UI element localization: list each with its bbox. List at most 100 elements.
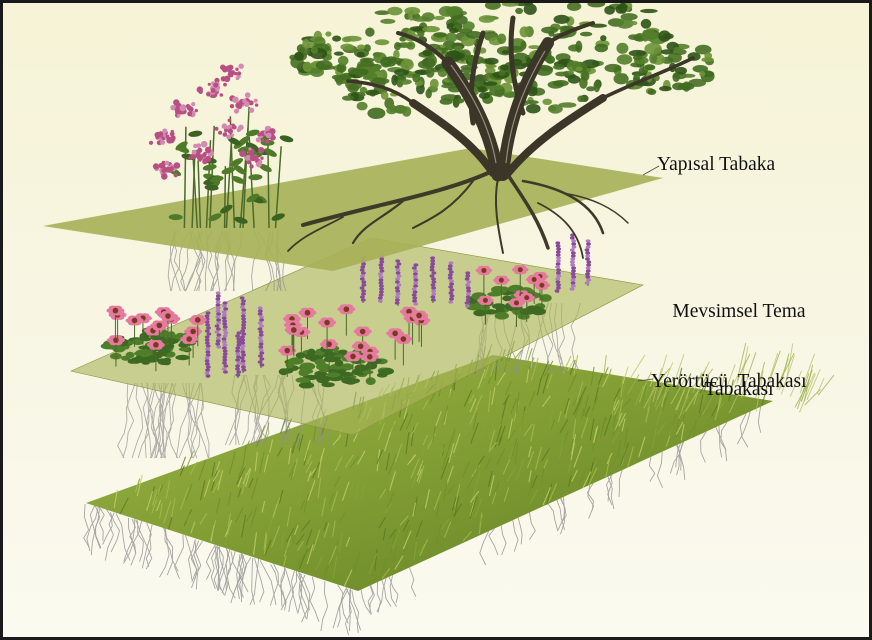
floret	[413, 269, 418, 272]
floret	[237, 361, 242, 364]
floret	[237, 331, 242, 334]
floret	[430, 259, 435, 262]
leaf	[300, 363, 316, 371]
floret	[235, 349, 240, 352]
floret	[412, 266, 417, 269]
floret	[585, 275, 590, 278]
floret	[571, 281, 576, 284]
flower-cluster	[222, 123, 228, 129]
floret	[206, 311, 211, 314]
leaf	[633, 55, 642, 60]
floret	[240, 347, 245, 350]
floret	[466, 295, 471, 298]
leaf	[659, 86, 672, 91]
leaf	[347, 378, 360, 383]
leaf	[401, 59, 414, 70]
floret	[570, 257, 575, 260]
floret	[223, 370, 228, 373]
floret	[466, 286, 471, 289]
flower-center	[524, 295, 529, 300]
floret	[361, 280, 366, 283]
leaf	[307, 349, 315, 357]
floret	[222, 337, 227, 340]
flower-cluster	[192, 150, 197, 155]
leaf	[483, 81, 497, 85]
floret	[241, 359, 246, 362]
floret	[430, 274, 435, 277]
floret	[206, 374, 211, 377]
floret	[259, 351, 264, 354]
structural-plane	[43, 148, 663, 271]
leaf	[542, 99, 552, 105]
flower-cluster	[195, 109, 198, 112]
floret	[222, 319, 227, 322]
floret	[223, 352, 228, 355]
floret	[449, 282, 454, 285]
floret	[241, 350, 246, 353]
floret	[465, 277, 470, 280]
leaf	[618, 73, 627, 78]
floret	[361, 262, 366, 265]
floret	[380, 269, 385, 272]
floret	[586, 263, 591, 266]
leaf	[548, 104, 563, 113]
floret	[585, 272, 590, 275]
leaf	[593, 81, 600, 93]
floret	[379, 263, 384, 266]
floret	[235, 364, 240, 367]
floret	[223, 325, 228, 328]
leaf	[449, 28, 458, 33]
floret	[571, 251, 576, 254]
floret	[215, 330, 220, 333]
leaf	[417, 31, 424, 37]
floret	[205, 359, 210, 362]
flower-cluster	[249, 164, 253, 168]
flower-cluster	[179, 105, 186, 112]
root-strand	[350, 588, 360, 630]
floret	[571, 254, 576, 257]
root-strand	[124, 517, 135, 561]
flower-cluster	[228, 119, 232, 123]
floret	[395, 265, 400, 268]
flower-center	[132, 318, 138, 324]
floret	[241, 353, 246, 356]
leaf	[316, 376, 329, 384]
flower-center	[324, 320, 330, 326]
floret	[205, 356, 210, 359]
floret	[448, 285, 453, 288]
floret	[466, 292, 471, 295]
floret	[556, 286, 561, 289]
flower-center	[499, 278, 504, 283]
root-strand	[338, 585, 349, 624]
flower-cluster	[149, 141, 153, 145]
floret	[216, 327, 221, 330]
floret	[258, 336, 263, 339]
floret	[449, 291, 454, 294]
leaf	[380, 57, 391, 68]
floret	[379, 290, 384, 293]
floret	[360, 274, 365, 277]
floret	[216, 339, 221, 342]
flower-cluster	[197, 86, 203, 92]
floret	[222, 316, 227, 319]
floret	[222, 310, 227, 313]
flower-cluster	[171, 136, 176, 141]
flower-cluster	[218, 131, 222, 135]
flower-cluster	[250, 155, 256, 161]
leaf	[430, 79, 439, 89]
floret	[572, 245, 577, 248]
floret	[556, 253, 561, 256]
floret	[395, 301, 400, 304]
floret	[215, 324, 220, 327]
floret	[259, 348, 264, 351]
flower-center	[360, 329, 366, 335]
floret	[206, 365, 211, 368]
leaf	[576, 67, 583, 72]
leaf	[365, 28, 374, 37]
floret	[430, 268, 435, 271]
flower-center	[190, 329, 196, 335]
floret	[432, 280, 437, 283]
leaf	[439, 6, 455, 17]
floret	[432, 271, 437, 274]
floret	[223, 349, 228, 352]
